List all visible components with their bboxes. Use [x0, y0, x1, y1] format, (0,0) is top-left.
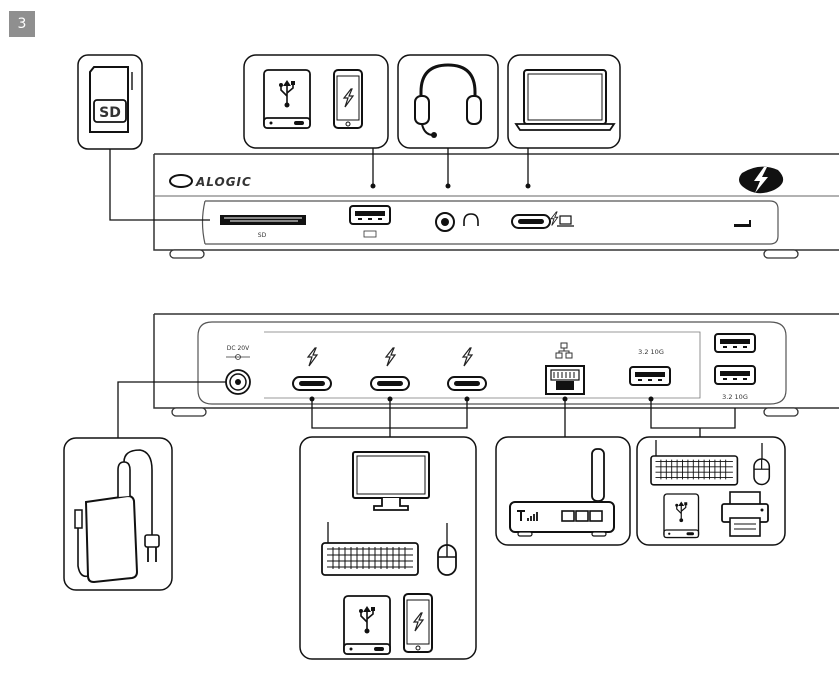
svg-text:3.2 10G: 3.2 10G [722, 393, 748, 401]
front-dock-body [153, 153, 839, 259]
thunderbolt-logo [739, 166, 784, 194]
laptop-box [507, 54, 621, 149]
front-usb-c-port [511, 211, 574, 229]
sd-card-slot: SD [220, 215, 306, 239]
svg-text:DC 20V: DC 20V [227, 345, 250, 352]
rear-dock-body [153, 313, 839, 417]
dc-power-input: DC 20V [225, 345, 251, 395]
rear-connector-lines [117, 381, 736, 438]
display-peripherals-box [299, 436, 477, 660]
rear-usb-a-port-10g: 3.2 10G [629, 348, 671, 386]
router-box [495, 436, 631, 546]
front-connector-lines [109, 147, 529, 221]
rear-thunderbolt-port-1 [292, 347, 332, 391]
rear-usb-a-port-stack: 3.2 10G [714, 333, 756, 401]
front-usb-a-port [349, 205, 391, 238]
step-number-badge: 3 [9, 11, 35, 37]
power-adapter-box [63, 437, 173, 591]
audio-jack [435, 212, 479, 232]
alogic-logo: ALOGIC [169, 174, 252, 189]
svg-text:SD: SD [258, 232, 267, 239]
usb-peripherals-box [636, 436, 786, 546]
rear-thunderbolt-port-3 [447, 347, 487, 391]
svg-text:ALOGIC: ALOGIC [195, 175, 252, 189]
svg-text:SD: SD [99, 105, 121, 121]
printer-icon [721, 491, 769, 537]
rear-thunderbolt-port-2 [370, 347, 410, 391]
svg-text:3.2 10G: 3.2 10G [638, 348, 664, 356]
ethernet-port [545, 342, 585, 395]
power-indicator [734, 224, 750, 227]
sd-card-box: SD [77, 54, 143, 150]
headset-box [397, 54, 499, 149]
usb-storage-phone-box [243, 54, 389, 149]
